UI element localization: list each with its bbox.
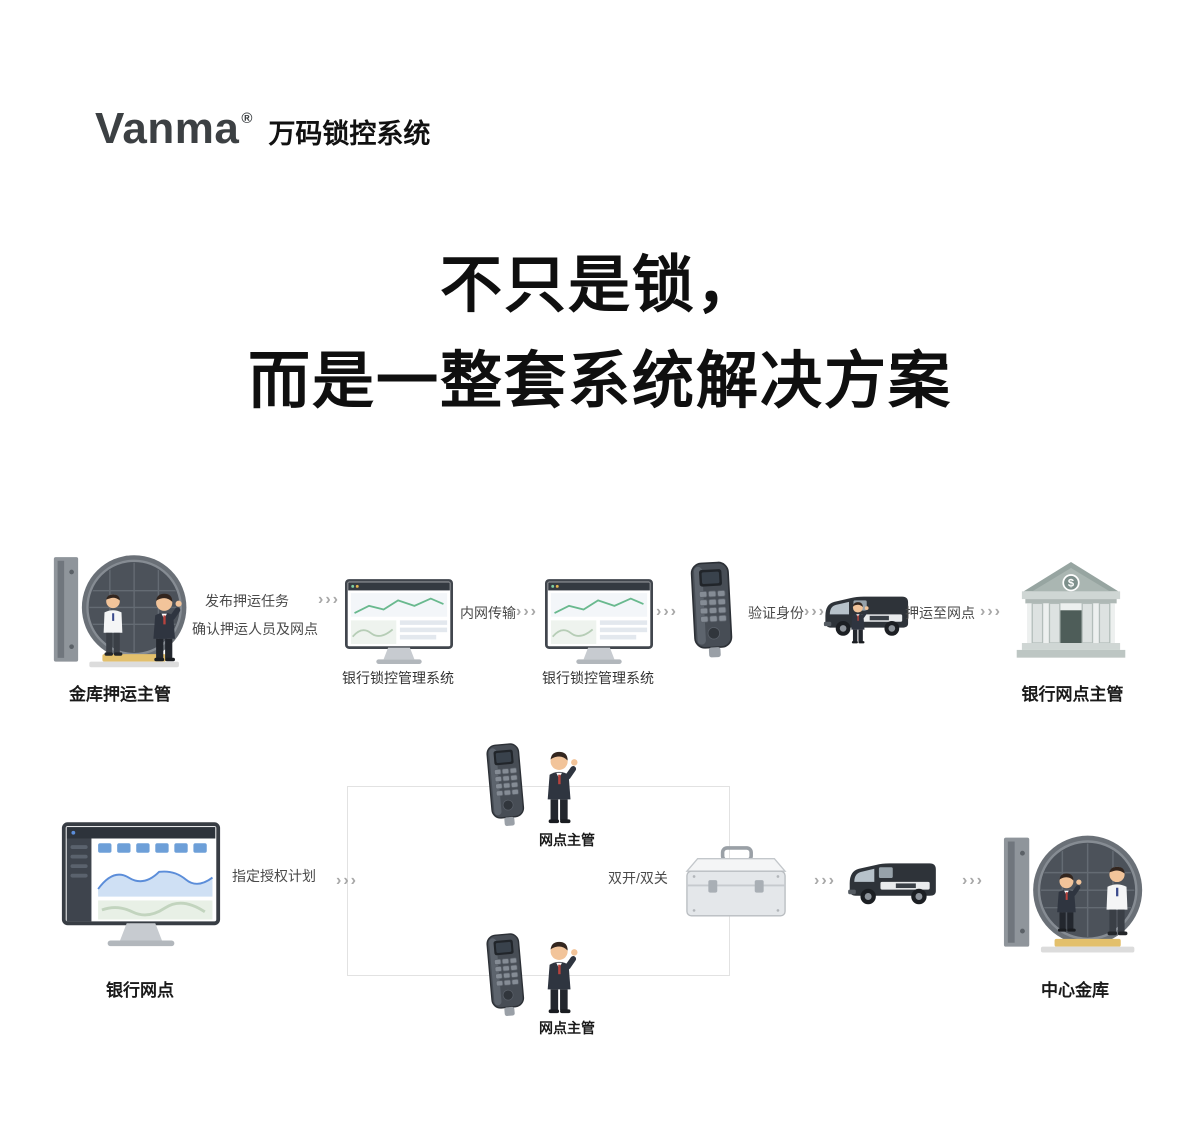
flow-arrow: ››› (804, 603, 826, 620)
brand-name: Vanma (95, 104, 240, 153)
lock-device-top-icon (476, 741, 533, 831)
branch-monitor-icon (60, 822, 222, 956)
monitor1-label: 银行锁控管理系统 (342, 670, 454, 686)
central-vault-staff-person-icon (1052, 872, 1084, 934)
registered-mark: ® (241, 110, 253, 127)
branch-manager-bottom-person-icon (540, 940, 582, 1016)
monitor-icon-2 (540, 578, 658, 670)
branch-manager-top-person-icon (540, 750, 582, 826)
vault-manager-person-icon (148, 592, 184, 664)
lock-bottom-label: 网点主管 (539, 1020, 595, 1036)
vault-label: 金库押运主管 (69, 685, 171, 704)
deliver-text: 押运至网点 (905, 605, 975, 621)
dual-open-close-text: 双开/双关 (608, 870, 668, 886)
transfer-text: 内网传输 (460, 605, 516, 621)
task-text-line1: 发布押运任务 (205, 593, 289, 609)
branch-connector (347, 786, 730, 976)
flow-arrow: ››› (336, 872, 358, 889)
flow-arrow: ››› (980, 603, 1002, 620)
bank-building-icon (1015, 558, 1127, 666)
lock-top-label: 网点主管 (539, 832, 595, 848)
monitor-icon-1 (340, 578, 458, 670)
escort-guard-person-icon (848, 600, 870, 646)
flow-arrow: ››› (656, 603, 678, 620)
task-text-line2: 确认押运人员及网点 (192, 621, 318, 637)
verify-text: 验证身份 (748, 605, 804, 621)
lock-device-bottom-icon (476, 931, 533, 1021)
bank-label: 银行网点主管 (1021, 685, 1124, 704)
assign-text: 指定授权计划 (232, 868, 316, 884)
brand-logo: Vanma ® 万码锁控系统 (95, 104, 430, 154)
return-van-icon (842, 850, 942, 913)
lock-device-icon (679, 559, 742, 664)
flow-arrow: ››› (962, 872, 984, 889)
transport-case-icon (678, 842, 794, 928)
headline: 不只是锁， 而是一整套系统解决方案 (0, 238, 1200, 430)
vault-person-icon (96, 592, 130, 660)
headline-line1: 不只是锁， (439, 251, 760, 320)
branch-monitor-label: 银行网点 (106, 981, 174, 1000)
flow-arrow: ››› (814, 872, 836, 889)
central-vault-manager-person-icon (1098, 864, 1136, 940)
monitor2-label: 银行锁控管理系统 (542, 670, 654, 686)
product-name: 万码锁控系统 (268, 119, 431, 149)
flow-arrow: ››› (516, 603, 538, 620)
headline-line2: 而是一整套系统解决方案 (247, 347, 952, 416)
central-vault-label: 中心金库 (1041, 981, 1109, 1000)
flow-arrow: ››› (318, 591, 340, 608)
